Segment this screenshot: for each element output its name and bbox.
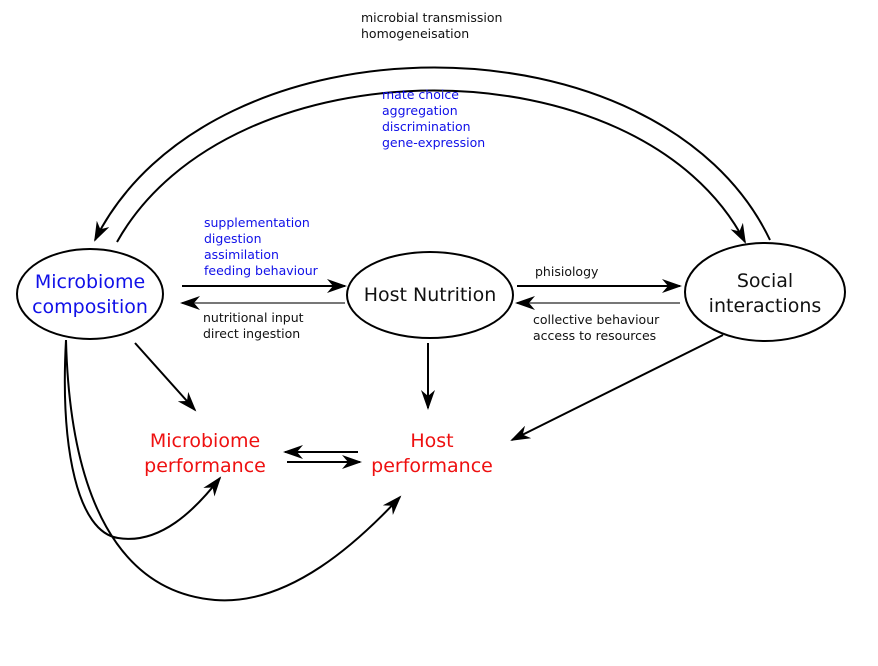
curve-mc-to-hp — [65, 339, 402, 602]
label-line: mate choice — [382, 87, 459, 102]
mc-to-hn-label: supplementation digestion assimilation f… — [204, 215, 318, 279]
label-line: feeding behaviour — [204, 263, 318, 278]
social-interactions-label: Social interactions — [685, 269, 845, 319]
label-line: assimilation — [204, 247, 279, 262]
label-line: supplementation — [204, 215, 310, 230]
label-line: Microbiome — [149, 430, 261, 452]
label-line: interactions — [708, 295, 822, 317]
label-line: nutritional input — [203, 310, 304, 325]
social-interactions-node — [684, 242, 846, 342]
label-line: access to resources — [533, 328, 657, 343]
host-nutrition-node — [346, 251, 514, 339]
host-nutrition-label: Host Nutrition — [363, 284, 497, 306]
arrow-mate-choice — [116, 89, 746, 244]
label-line: composition — [32, 296, 148, 318]
hn-to-si-label: phisiology — [535, 264, 599, 279]
mate-choice-label: mate choice aggregation discrimination g… — [382, 87, 485, 151]
label-line: homogeneisation — [361, 26, 470, 41]
label-line: performance — [144, 455, 266, 477]
host-performance-label: Host performance — [362, 429, 502, 479]
si-to-hn-label: collective behaviour access to resources — [533, 312, 659, 344]
label-line: microbial transmission — [361, 10, 503, 25]
transmission-label: microbial transmission homogeneisation — [361, 10, 502, 42]
label-line: aggregation — [382, 103, 458, 118]
label-line: Microbiome — [34, 271, 146, 293]
arrow-transmission — [94, 66, 771, 242]
hn-to-mc-label: nutritional input direct ingestion — [203, 310, 304, 342]
arrow-mc-to-mp — [134, 342, 197, 412]
label-line: direct ingestion — [203, 326, 301, 341]
label-line: collective behaviour — [533, 312, 660, 327]
label-line: Host — [410, 430, 454, 452]
microbiome-composition-label: Microbiome composition — [17, 270, 163, 320]
label-line: Social — [736, 270, 794, 292]
label-line: gene-expression — [382, 135, 486, 150]
label-line: discrimination — [382, 119, 471, 134]
label-line: digestion — [204, 231, 262, 246]
microbiome-composition-node — [16, 248, 164, 340]
label-line: performance — [371, 455, 493, 477]
arrow-si-to-hp — [510, 334, 724, 441]
microbiome-performance-label: Microbiome performance — [135, 429, 275, 479]
